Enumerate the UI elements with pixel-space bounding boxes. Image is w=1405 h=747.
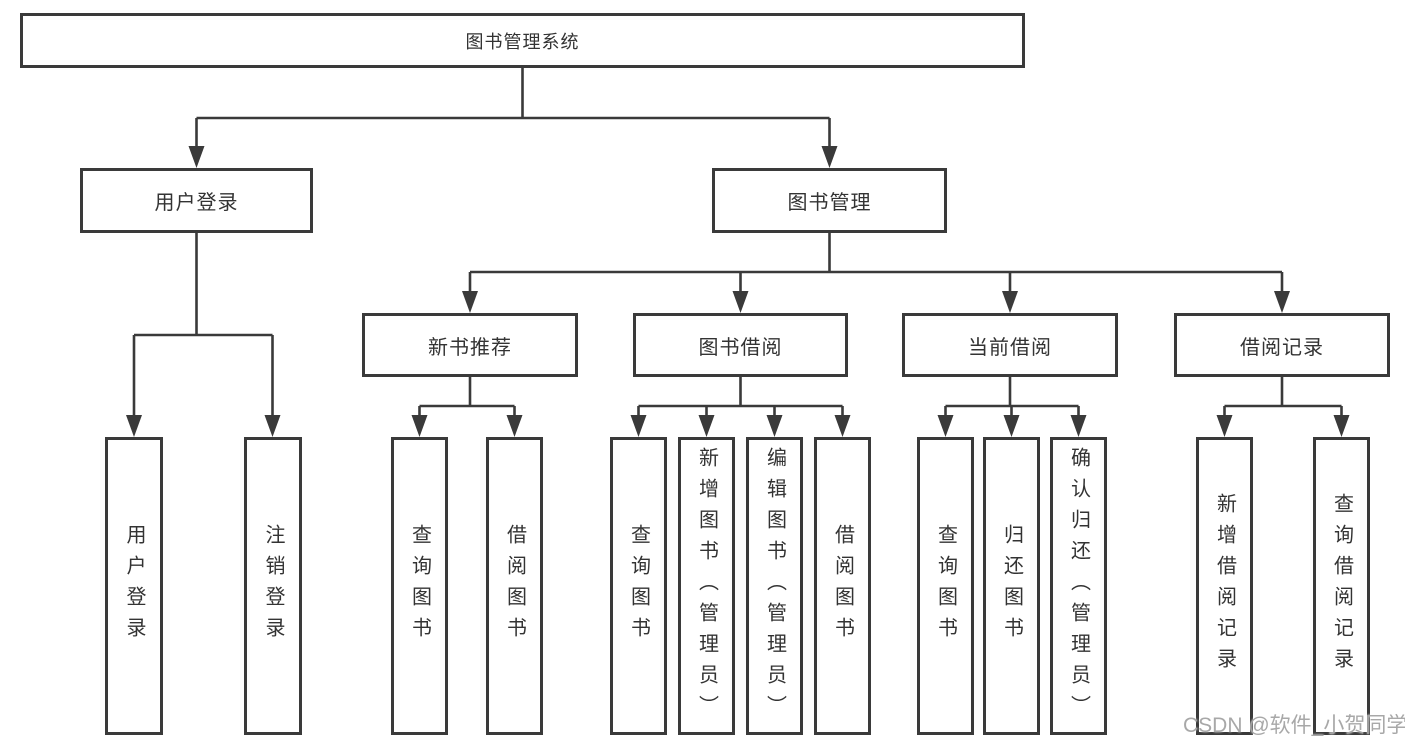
node-system-root: 图书管理系统: [20, 13, 1025, 68]
node-label: 新增图书（管理员）: [695, 446, 718, 726]
node-label: 确认归还（管理员）: [1067, 446, 1090, 726]
csdn-watermark: CSDN @软件_小贺同学: [1183, 714, 1405, 737]
leaf-edit-books-admin: 编辑图书（管理员）: [746, 437, 803, 735]
node-book-management: 图书管理: [712, 168, 947, 233]
node-label: 用户登录: [154, 192, 239, 214]
leaf-logout: 注销登录: [244, 437, 302, 735]
node-label: 新增借阅记录: [1213, 493, 1236, 679]
node-label: 图书管理系统: [465, 31, 580, 52]
node-label: 注销登录: [262, 524, 284, 648]
node-label: 新书推荐: [428, 336, 512, 359]
node-borrow-records: 借阅记录: [1174, 313, 1390, 377]
leaf-query-books-2: 查询图书: [610, 437, 667, 735]
node-label: 查询图书: [627, 524, 650, 648]
node-label: 图书管理: [787, 192, 872, 214]
node-label: 归还图书: [1000, 524, 1023, 648]
leaf-borrow-books-1: 借阅图书: [486, 437, 543, 735]
leaf-add-borrow-record: 新增借阅记录: [1196, 437, 1253, 735]
leaf-query-borrow-record: 查询借阅记录: [1313, 437, 1370, 735]
node-label: 借阅图书: [503, 524, 526, 648]
node-label: 查询图书: [408, 524, 431, 648]
node-new-book-recommend: 新书推荐: [362, 313, 578, 377]
node-label: 用户登录: [123, 524, 145, 648]
node-label: 图书借阅: [698, 336, 783, 359]
leaf-query-books-1: 查询图书: [391, 437, 448, 735]
leaf-return-books: 归还图书: [983, 437, 1040, 735]
node-label: 查询借阅记录: [1330, 493, 1353, 679]
leaf-confirm-return-admin: 确认归还（管理员）: [1050, 437, 1107, 735]
leaf-borrow-books-2: 借阅图书: [814, 437, 871, 735]
node-current-borrow: 当前借阅: [902, 313, 1118, 377]
leaf-user-login: 用户登录: [105, 437, 163, 735]
leaf-add-books-admin: 新增图书（管理员）: [678, 437, 735, 735]
node-label: 当前借阅: [968, 336, 1052, 359]
node-user-login: 用户登录: [80, 168, 313, 233]
leaf-query-books-3: 查询图书: [917, 437, 974, 735]
node-label: 查询图书: [934, 524, 957, 648]
node-label: 借阅记录: [1240, 336, 1324, 359]
node-book-borrow: 图书借阅: [633, 313, 848, 377]
node-label: 编辑图书（管理员）: [763, 446, 786, 726]
node-label: 借阅图书: [831, 524, 854, 648]
